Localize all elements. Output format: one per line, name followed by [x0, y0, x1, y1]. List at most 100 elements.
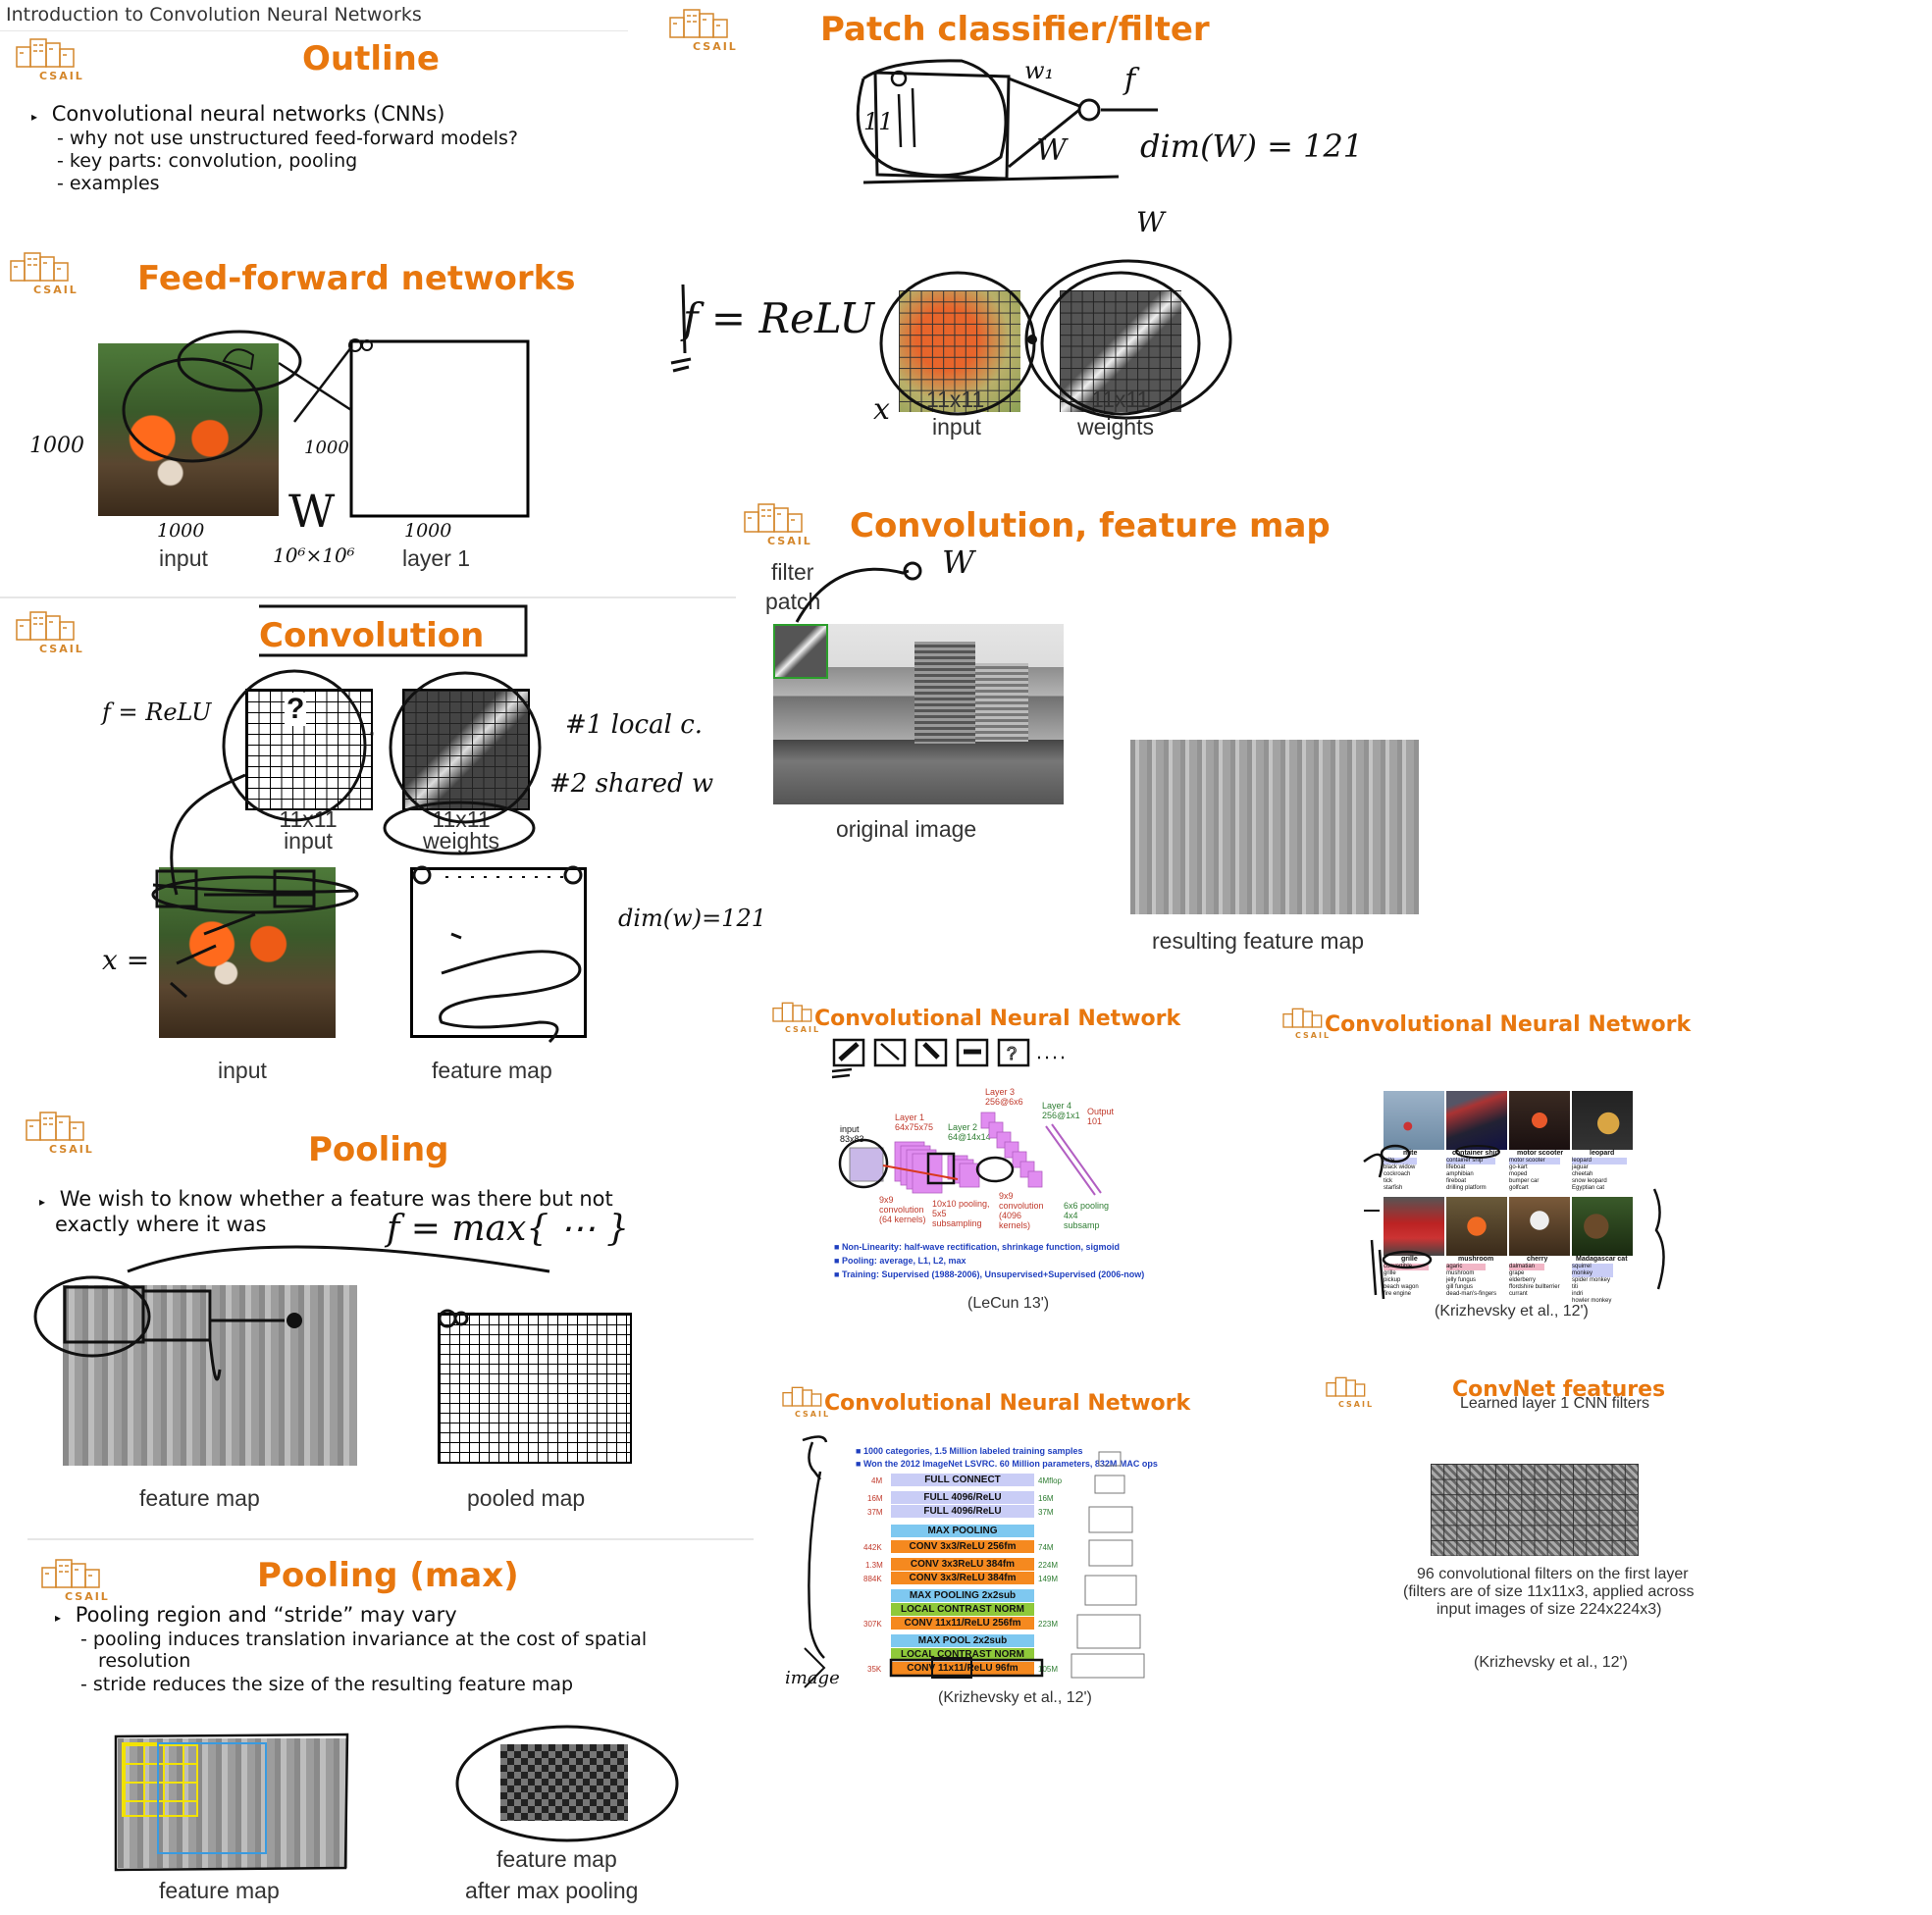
prediction: dalmatian — [1509, 1264, 1544, 1270]
csail-buildings-icon — [16, 611, 75, 641]
top-label: container ship — [1452, 1150, 1499, 1157]
slide-divider — [27, 1538, 754, 1540]
csail-logo: CSAIL — [771, 999, 820, 1034]
arch-row: MAX POOLING — [891, 1525, 1034, 1537]
param-count: 35K — [867, 1665, 882, 1674]
slide-title: Convolution — [259, 616, 485, 655]
prediction: tick — [1384, 1178, 1392, 1184]
prediction: squirrel monkey — [1572, 1264, 1613, 1277]
example-image — [1572, 1091, 1633, 1150]
note-item: ■ Non-Linearity: half-wave rectification… — [834, 1242, 1120, 1252]
prediction: bumper car — [1509, 1178, 1540, 1184]
slide-title: Patch classifier/filter — [820, 10, 1210, 49]
handwritten-W: W — [1036, 133, 1067, 168]
note-text: Training: Supervised (1988-2006), Unsupe… — [841, 1269, 1145, 1279]
prediction: motor scooter — [1509, 1158, 1560, 1165]
ops-count: 223M — [1038, 1620, 1059, 1629]
filter-arrow — [795, 561, 922, 623]
csail-logo: CSAIL — [8, 247, 78, 296]
formula: f = ReLU — [102, 699, 212, 726]
arch-row: CONV 11x11/ReLU 96fm — [891, 1662, 1034, 1675]
prediction: go-kart — [1509, 1165, 1528, 1170]
param-count: 307K — [863, 1620, 882, 1629]
csail-label: CSAIL — [693, 40, 738, 53]
label-weights-size: 11x11 — [1091, 387, 1150, 412]
handwritten-11: 11 — [863, 108, 894, 135]
note-text: Non-Linearity: half-wave rectification, … — [841, 1242, 1120, 1252]
bullet-item: ▸ Convolutional neural networks (CNNs) — [31, 102, 444, 126]
citation: (Krizhevsky et al., 12') — [1435, 1303, 1589, 1320]
csail-logo: CSAIL — [14, 33, 84, 82]
caption-after-pooling: feature map — [496, 1846, 617, 1872]
patch-circles — [670, 259, 1232, 420]
prediction: moped — [1509, 1171, 1528, 1177]
citation: (Krizhevsky et al., 12') — [1474, 1654, 1628, 1671]
caption-line: (filters are of size 11x11x3, applied ac… — [1403, 1583, 1695, 1600]
caption-result: resulting feature map — [1152, 928, 1365, 954]
note-item: ■ Pooling: average, L1, L2, max — [834, 1256, 966, 1266]
handwritten-local: #1 local c. — [565, 710, 704, 740]
handwritten-1000: 1000 — [29, 434, 84, 458]
param-count: 442K — [863, 1543, 882, 1552]
arch-header: ■ Won the 2012 ImageNet LSVRC. 60 Millio… — [856, 1459, 1158, 1469]
prediction-list: motor scooter go-kart moped bumper car g… — [1509, 1158, 1570, 1192]
handwritten-W: W — [942, 543, 974, 581]
label-input-size: 11x11 — [926, 387, 985, 412]
caption-feature-map: feature map — [432, 1058, 552, 1083]
param-count: 884K — [863, 1575, 882, 1583]
csail-buildings-icon — [1326, 1376, 1366, 1397]
patch-handwriting — [856, 59, 1158, 186]
document-title: Introduction to Convolution Neural Netwo… — [6, 4, 422, 26]
bullet-item: ▸ Pooling region and “stride” may vary — [55, 1603, 457, 1627]
handwritten-W: W — [288, 485, 336, 538]
csail-label: CSAIL — [795, 1410, 831, 1419]
note-text: Pooling: average, L1, L2, max — [841, 1256, 966, 1266]
slide-cnn-lecun: CSAIL Convolutional Neural Network ? inp… — [771, 999, 1213, 1313]
arch-layer-label: Layer 1 64x75x75 — [895, 1113, 934, 1132]
building-shape — [914, 642, 975, 744]
csail-logo: CSAIL — [742, 498, 812, 547]
prediction: snow leopard — [1572, 1178, 1607, 1184]
bullet-item: ▸ We wish to know whether a feature was … — [39, 1187, 613, 1211]
slide-pooling-max: CSAIL Pooling (max) ▸ Pooling region and… — [0, 1542, 746, 1915]
example-image — [1384, 1197, 1444, 1256]
arch-op-label: 9x9 convolution (64 kernels) — [879, 1195, 926, 1224]
arch-row: CONV 3x3/ReLU 256fm — [891, 1540, 1034, 1553]
caption-after-pooling: after max pooling — [465, 1878, 639, 1903]
handwritten-1000: 1000 — [157, 520, 205, 542]
caption-input: input — [218, 1058, 267, 1083]
csail-logo: CSAIL — [24, 1107, 94, 1156]
csail-label: CSAIL — [1338, 1400, 1375, 1409]
slide-patch-classifier: CSAIL Patch classifier/filter w₁ f W dim… — [667, 0, 1374, 461]
csail-buildings-icon — [41, 1559, 100, 1588]
caption-feature-map: feature map — [159, 1878, 280, 1903]
handwritten-size: 10⁶×10⁶ — [273, 543, 355, 567]
handwritten-f: f — [1124, 63, 1136, 97]
csail-buildings-icon — [772, 1002, 812, 1022]
handwritten-image: image — [785, 1668, 840, 1688]
caption-layer1: layer 1 — [402, 545, 471, 571]
convolution-annotations — [151, 604, 583, 1044]
sub-item: - stride reduces the size of the resulti… — [80, 1674, 574, 1695]
filters-grid-image — [1431, 1464, 1639, 1556]
pooling-window-yellow — [122, 1742, 198, 1817]
arch-row: CONV 3x3/ReLU 384fm — [891, 1572, 1034, 1584]
prediction: indri — [1572, 1291, 1584, 1297]
arch-row: FULL 4096/ReLU — [891, 1505, 1034, 1518]
prediction: fire engine — [1384, 1291, 1412, 1297]
label-input: input — [932, 414, 981, 440]
slide-cnn-krizhevsky-images: CSAIL Convolutional Neural Network mite … — [1281, 1005, 1752, 1328]
sub-item-continued: resolution — [98, 1650, 191, 1672]
slide-divider — [0, 596, 736, 598]
prediction: leopard — [1572, 1158, 1627, 1165]
arch-header-text: Won the 2012 ImageNet LSVRC. 60 Million … — [862, 1459, 1158, 1469]
prediction: beach wagon — [1384, 1284, 1419, 1290]
prediction: container ship — [1446, 1158, 1495, 1165]
prediction-list: agaric mushroom jelly fungus gill fungus… — [1446, 1264, 1507, 1298]
prediction: spider monkey — [1572, 1277, 1611, 1283]
slide-title: Pooling (max) — [257, 1556, 519, 1595]
prediction: ffordshire bullterrier — [1509, 1284, 1560, 1290]
handwritten-x: x = — [102, 944, 150, 976]
example-image — [1446, 1197, 1507, 1256]
prediction-list: container ship lifeboat amphibian firebo… — [1446, 1158, 1507, 1192]
